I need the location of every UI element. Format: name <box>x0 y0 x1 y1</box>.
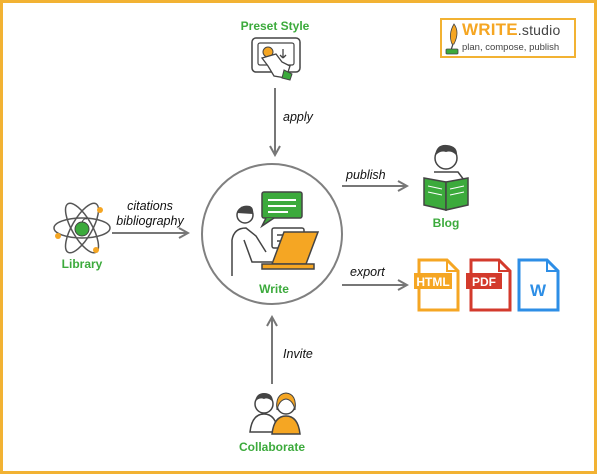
quill-pen-icon <box>445 23 459 55</box>
word-file-text: W <box>530 281 547 300</box>
blog-label: Blog <box>433 216 460 230</box>
export-label: export <box>350 265 385 279</box>
collaborate-label: Collaborate <box>239 440 305 454</box>
invite-label: Invite <box>283 347 313 361</box>
word-file-icon: W <box>517 258 560 312</box>
apply-label: apply <box>283 110 314 124</box>
write-node-label: Write <box>259 282 289 296</box>
preset-style-label: Preset Style <box>241 19 310 33</box>
brand-name-main: WRITE <box>462 20 518 39</box>
html-file-icon: HTML <box>414 258 460 312</box>
brand-tagline: plan, compose, publish <box>462 42 560 53</box>
blog-reader-icon <box>423 144 469 211</box>
pdf-file-icon: PDF <box>466 258 512 312</box>
citations-label: citations <box>127 199 173 213</box>
library-atom-icon <box>53 202 111 254</box>
brand-logo-box <box>440 18 576 58</box>
html-file-text: HTML <box>416 275 449 289</box>
brand-name: WRITE.studio <box>462 20 560 40</box>
collaborators-icon <box>249 392 301 435</box>
publish-label: publish <box>345 168 386 182</box>
pdf-file-text: PDF <box>472 275 496 289</box>
preset-style-tablet-icon <box>251 37 301 81</box>
library-label: Library <box>62 257 103 271</box>
brand-name-suffix: .studio <box>517 22 561 38</box>
writer-at-laptop-icon <box>231 191 320 276</box>
bibliography-label: bibliography <box>116 214 184 228</box>
